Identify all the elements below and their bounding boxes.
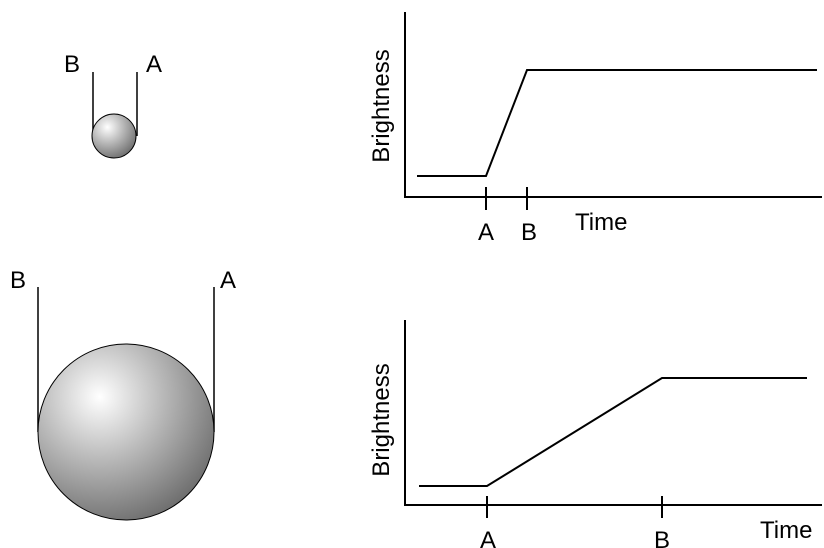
bottom-chart-tick-label-b: B: [654, 527, 670, 548]
large-star-group: B A: [10, 267, 236, 520]
bottom-chart-axes: [405, 320, 822, 505]
bottom-chart-series-line: [419, 378, 807, 486]
small-star-label-b: B: [64, 51, 80, 78]
large-star-sphere: [38, 344, 214, 520]
top-chart-series-line: [417, 70, 817, 176]
top-chart-axes: [405, 12, 822, 197]
small-star-group: B A: [64, 51, 162, 158]
bottom-chart-xlabel: Time: [760, 517, 812, 544]
bottom-chart: A B Time Brightness: [368, 320, 822, 548]
bottom-chart-tick-label-a: A: [480, 527, 496, 548]
top-chart-tick-label-a: A: [478, 219, 494, 246]
small-star-label-a: A: [146, 51, 162, 78]
bottom-chart-ylabel: Brightness: [368, 363, 395, 476]
top-chart-xlabel: Time: [575, 209, 627, 236]
large-star-label-a: A: [220, 267, 236, 294]
top-chart-ylabel: Brightness: [368, 49, 395, 162]
large-star-label-b: B: [10, 267, 26, 294]
top-chart: A B Time Brightness: [368, 12, 822, 246]
small-star-sphere: [92, 114, 136, 158]
top-chart-tick-label-b: B: [521, 219, 537, 246]
